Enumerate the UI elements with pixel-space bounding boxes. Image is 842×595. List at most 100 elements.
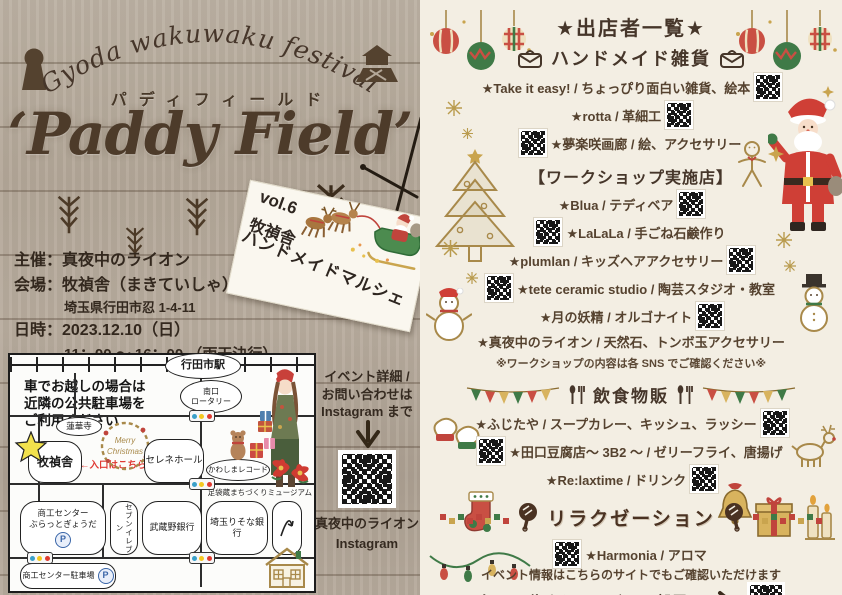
christmas-tree-icon: [434, 149, 516, 262]
vendor-row: ★tete ceramic studio / 陶芸スタジオ・教室: [487, 276, 775, 300]
down-arrow-icon: [356, 420, 380, 448]
road: [10, 557, 314, 559]
map-seven-eleven: セブンイレブン: [110, 501, 138, 555]
string-lights-icon: [429, 552, 531, 582]
house-icon: [265, 547, 309, 588]
site-qr-code: [750, 585, 782, 595]
vendor-text: ★rotta / 革細工: [570, 108, 662, 124]
poinsettia-icon: [271, 459, 309, 484]
vendor-row: ★夢楽咲画廊 / 絵、アクセサリー: [520, 131, 742, 155]
vendor-text: ★Blua / テディベア: [558, 197, 674, 213]
hand-mirror-icon: [519, 503, 538, 532]
santa-illustration: [768, 98, 842, 231]
vendor-qr-code: [679, 192, 704, 216]
rice-sprig-icon: [57, 195, 81, 234]
vendor-text: ★夢楽咲画廊 / 絵、アクセサリー: [550, 136, 742, 152]
event-organizer: 主催：真夜中のライオン: [14, 252, 191, 269]
map-parking-lot: 商工センター駐車場 P: [20, 563, 116, 589]
vendor-row: ★Harmonia / アロマ: [555, 542, 707, 566]
vendor-text: ★月の妖精 / オルゴナイト: [539, 309, 693, 325]
snowflake-icon: [462, 128, 473, 139]
vendor-text: ★田口豆腐店～ 3B2 ～ / ゼリーフライ、唐揚げ: [509, 444, 783, 460]
vendor-qr-code: [479, 439, 504, 463]
vendor-qr-code: [692, 467, 717, 491]
footer-site-row: 行田に住まうアマビエの部屋: [480, 585, 782, 595]
map-temple: 蓮華寺: [56, 417, 102, 436]
map-entrance-note: ←入口はこちら側: [80, 460, 157, 471]
event-address: 埼玉県行田市忍 1-4-11: [64, 300, 196, 316]
vendor-text: ★tete ceramic studio / 陶芸スタジオ・教室: [517, 281, 775, 297]
card-strings: [360, 116, 420, 216]
workshop-note: ※ワークショップの内容は各 SNS でご確認ください※: [495, 358, 767, 370]
vendor-list: ★出店者一覧★ ハンドメイド雑貨 ★Take it easy! / ちょっぴり面…: [420, 0, 842, 595]
vendor-qr-code: [698, 304, 723, 328]
footer-note: イベント情報はこちらのサイトでもご確認いただけます: [480, 568, 781, 582]
traffic-light-icon: [189, 478, 215, 490]
parking-icon: P: [55, 531, 71, 548]
fork-spoon-icon: [677, 384, 693, 404]
rice-sprig-icon: [185, 197, 209, 236]
vendor-row: ★Re:laxtime / ドリンク: [545, 467, 717, 491]
instagram-qr-code: [342, 454, 392, 504]
vendor-row: ★Take it easy! / ちょっぴり面白い雑貨、絵本: [482, 75, 781, 99]
vendor-qr-code: [520, 131, 545, 155]
footer-site-name: 行田に住まうアマビエの部屋: [480, 591, 688, 595]
road: [10, 415, 314, 417]
left-wood-panel: Gyoda wakuwaku festival パディフィールド ‘Paddy …: [0, 0, 420, 595]
vendor-row: ★月の妖精 / オルゴナイト: [539, 304, 723, 328]
vendor-text: ★plumlan / キッズヘアアクセサリー: [508, 253, 724, 269]
map-station: 行田市駅: [165, 353, 241, 379]
map-museum-label: 足袋蔵まちづくりミュージアム: [207, 488, 312, 497]
relaxation-header: リラクゼーション: [547, 508, 715, 530]
vendor-qr-code: [536, 220, 561, 244]
castle-icon: [356, 45, 398, 82]
arc-title: Gyoda wakuwaku festival: [36, 19, 384, 100]
road: [10, 483, 314, 485]
sparkle-icon: [822, 86, 834, 98]
teddy-and-gifts-illustration: [230, 430, 275, 460]
map-museum-box: [272, 501, 302, 555]
curved-arrow-icon: [280, 520, 294, 537]
dots-decoration: [440, 514, 510, 524]
vendor-text: ★Re:laxtime / ドリンク: [545, 472, 687, 488]
dots-decoration: [752, 514, 822, 524]
snowflake-icon: [776, 232, 792, 248]
map-resona-bank: 埼玉りそな銀行: [206, 501, 268, 555]
vendor-text: ★LaLaLa / 手ごね石鹸作り: [566, 225, 726, 241]
katakana-title: パディフィールド: [110, 92, 334, 109]
vendor-row: ★Blua / テディベア: [559, 192, 704, 216]
instagram-account: 真夜中のライオン Instagram: [314, 516, 419, 551]
vendor-list-title: ★出店者一覧★: [556, 18, 706, 40]
svg-text:Merry: Merry: [115, 436, 136, 445]
candles-icon: [805, 495, 835, 540]
vendor-text: ★ふじたや / スープカレー、キッシュ、ラッシー: [475, 416, 757, 432]
food-header-row: 飲食物販: [465, 382, 797, 407]
vendor-qr-code: [729, 248, 754, 272]
woman-illustration: [258, 369, 299, 487]
food-header: 飲食物販: [593, 387, 669, 406]
right-arrow-icon: [718, 591, 726, 595]
vendor-text: ★真夜中のライオン / 天然石、トンボ玉アクセサリー: [477, 335, 785, 350]
event-card: vol.6 牧禎舎 ハンドメイドマルシェ: [225, 179, 420, 333]
gingerbread-man-icon: [738, 141, 766, 187]
snowflake-icon: [442, 240, 459, 257]
vendor-qr-code: [555, 542, 580, 566]
access-map: 行田市駅 車でお越しの場合は 近隣の公共駐車場を ご利用ください 南口 ロータリ…: [8, 353, 316, 593]
santa-sleigh-illustration: [300, 201, 420, 271]
snowman-icon: [800, 274, 828, 332]
traffic-light-icon: [27, 552, 53, 564]
vendor-qr-code: [756, 75, 781, 99]
event-date: 日時：2023.12.10（日）: [14, 322, 191, 340]
traffic-light-icon: [189, 410, 215, 422]
snowman-icon: [426, 288, 472, 341]
svg-text:Christmas: Christmas: [107, 447, 143, 456]
relaxation-header-row: リラクゼーション: [440, 502, 822, 532]
handbag-icon: [518, 50, 542, 68]
vendor-row: ★真夜中のライオン / 天然石、トンボ玉アクセサリー: [477, 332, 785, 351]
rice-sprig-icon: [125, 227, 145, 258]
vendor-qr-code: [762, 411, 787, 435]
vendor-row: ★rotta / 革細工: [570, 103, 692, 127]
vendor-row: ★plumlan / キッズヘアアクセサリー: [509, 248, 754, 272]
map-south-exit: 南口 ロータリー: [180, 380, 242, 413]
